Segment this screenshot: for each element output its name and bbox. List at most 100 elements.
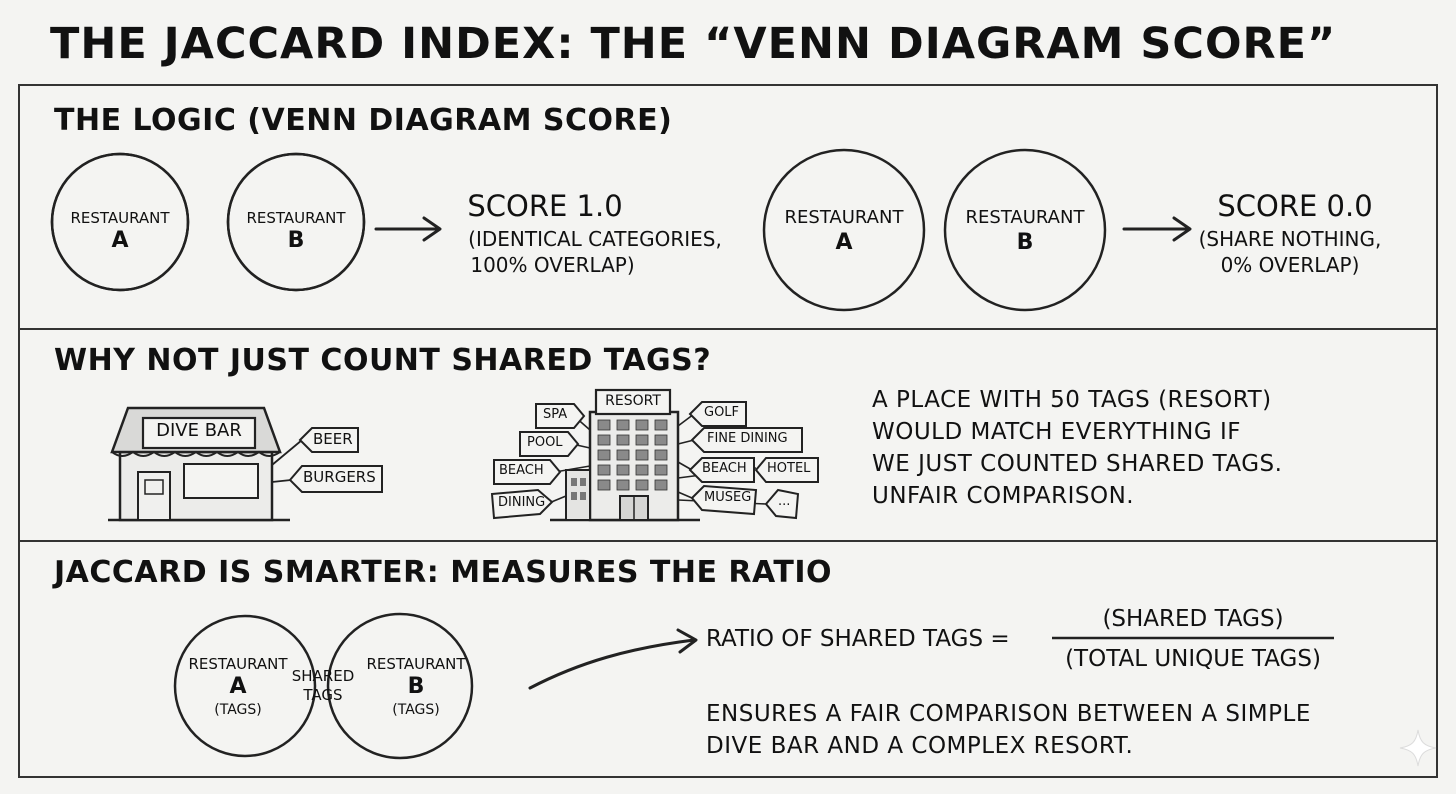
venn-b-letter: B	[407, 674, 425, 699]
jaccard-heading: JACCARD IS SMARTER: MEASURES THE RATIO	[54, 555, 833, 590]
venn-b-letter: B	[1016, 230, 1034, 255]
dive-bar-sign-box	[141, 416, 257, 450]
resort-window	[597, 479, 611, 491]
venn-b-sub: (TAGS)	[392, 702, 440, 718]
venn-a-sub: (TAGS)	[214, 702, 262, 718]
content-frame	[18, 84, 1438, 778]
tag-pool: POOL	[527, 435, 563, 450]
venn-a-letter: A	[835, 230, 853, 255]
tag-shape	[519, 431, 580, 457]
jaccard-note-line2: DIVE BAR AND A COMPLEX RESORT.	[706, 733, 1134, 759]
venn-b-letter: B	[287, 228, 305, 253]
venn-a-label: RESTAURANT	[188, 655, 288, 673]
arrow-icon	[1122, 216, 1192, 242]
main-title: THE JACCARD INDEX: THE “VENN DIAGRAM SCO…	[50, 19, 1337, 69]
resort-window	[616, 434, 630, 446]
resort-window	[635, 479, 649, 491]
resort-window	[654, 434, 668, 446]
venn-separate	[762, 148, 1107, 312]
resort-window	[616, 464, 630, 476]
resort-window	[654, 479, 668, 491]
formula-denominator: (TOTAL UNIQUE TAGS)	[1065, 646, 1321, 672]
section-divider	[18, 540, 1438, 542]
why-text-line3: WE JUST COUNTED SHARED TAGS.	[872, 451, 1283, 477]
tag-shape	[288, 465, 383, 493]
resort-window	[597, 464, 611, 476]
formula-numerator: (SHARED TAGS)	[1102, 606, 1284, 632]
resort-window	[597, 449, 611, 461]
why-text-line2: WOULD MATCH EVERYTHING IF	[872, 419, 1242, 445]
resort-window	[597, 419, 611, 431]
tag-fine-dining: FINE DINING	[707, 431, 788, 446]
resort-window	[654, 464, 668, 476]
resort-window	[635, 434, 649, 446]
logic-heading: THE LOGIC (VENN DIAGRAM SCORE)	[54, 103, 673, 138]
shared-label-line1: SHARED	[291, 667, 355, 685]
resort-sign-box	[594, 388, 672, 416]
tag-shape	[535, 403, 586, 429]
sparkle-icon	[1399, 729, 1437, 767]
venn-a-label: RESTAURANT	[784, 207, 904, 228]
score-zero-note-line1: (SHARE NOTHING,	[1198, 227, 1382, 251]
dive-bar-sign: DIVE BAR	[156, 420, 242, 441]
resort-window	[597, 434, 611, 446]
venn-b-label: RESTAURANT	[246, 209, 346, 227]
resort-sign: RESORT	[605, 393, 661, 409]
score-one-note-line2: 100% OVERLAP)	[470, 253, 635, 277]
resort-window	[616, 479, 630, 491]
resort-window	[616, 419, 630, 431]
score-one-note-line1: (IDENTICAL CATEGORIES,	[468, 227, 722, 251]
resort-windows	[597, 419, 668, 491]
venn-b-label: RESTAURANT	[965, 207, 1085, 228]
tag-shape	[298, 427, 359, 453]
section-divider	[18, 328, 1438, 330]
tag-more: ...	[778, 494, 791, 509]
resort-window	[654, 419, 668, 431]
jaccard-note-line1: ENSURES A FAIR COMPARISON BETWEEN A SIMP…	[706, 701, 1311, 727]
tag-beach: BEACH	[499, 463, 544, 478]
venn-circle-a	[762, 148, 926, 312]
tag-museg: MUSEG	[704, 490, 752, 505]
venn-b-label: RESTAURANT	[366, 655, 466, 673]
venn-overlapping	[50, 152, 366, 292]
venn-circle-b	[943, 148, 1107, 312]
venn-jaccard	[173, 612, 474, 760]
tag-shape	[764, 488, 800, 520]
tag-shape	[690, 484, 758, 516]
tag-spa: SPA	[543, 407, 568, 422]
resort-window	[654, 449, 668, 461]
tag-shape	[688, 457, 755, 483]
venn-a-label: RESTAURANT	[70, 209, 170, 227]
venn-circle-b	[326, 612, 474, 760]
resort-window	[635, 464, 649, 476]
arrow-icon	[374, 216, 442, 242]
tag-shape	[490, 488, 554, 520]
tag-beach: BEACH	[702, 461, 747, 476]
tag-hotel: HOTEL	[767, 461, 811, 476]
tag-dining: DINING	[498, 495, 546, 510]
tag-beer: BEER	[313, 430, 353, 448]
tag-shape	[688, 401, 747, 427]
shared-label-line2: TAGS	[303, 686, 343, 704]
score-zero-note-line2: 0% OVERLAP)	[1220, 253, 1360, 277]
resort-window	[635, 419, 649, 431]
curved-arrow-icon	[528, 628, 698, 690]
resort-window	[616, 449, 630, 461]
score-one: SCORE 1.0	[467, 189, 623, 223]
tag-burgers: BURGERS	[303, 468, 376, 486]
venn-a-letter: A	[111, 228, 129, 253]
why-heading: WHY NOT JUST COUNT SHARED TAGS?	[54, 343, 712, 378]
why-text-line4: UNFAIR COMPARISON.	[872, 483, 1135, 509]
formula-lhs: RATIO OF SHARED TAGS =	[706, 626, 1010, 652]
venn-a-letter: A	[229, 674, 247, 699]
why-text-line1: A PLACE WITH 50 TAGS (RESORT)	[872, 387, 1272, 413]
score-zero: SCORE 0.0	[1217, 189, 1373, 223]
tag-shape	[754, 457, 819, 483]
resort-window	[635, 449, 649, 461]
tag-shape	[493, 459, 562, 485]
tag-golf: GOLF	[704, 405, 740, 420]
tag-shape	[690, 427, 803, 453]
venn-circle-a	[173, 614, 317, 758]
